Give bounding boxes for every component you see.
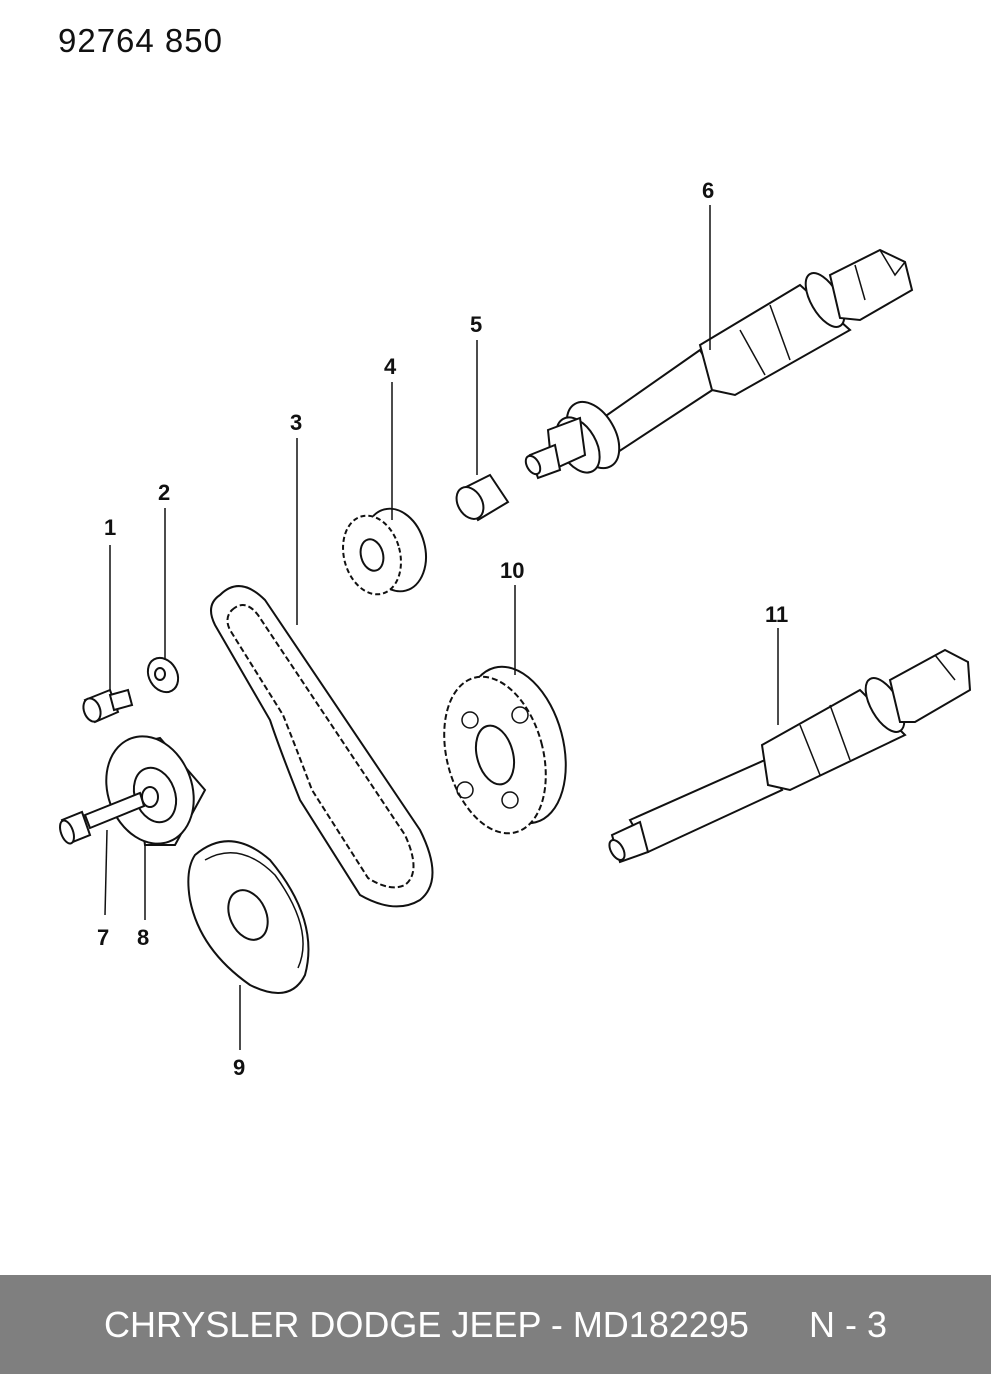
- part-6-shaft: [524, 248, 914, 480]
- part-2-washer: [146, 656, 180, 694]
- part-5-bushing: [455, 473, 510, 522]
- part-1-bolt: [82, 688, 134, 724]
- callout-3: 3: [290, 410, 302, 435]
- part-4-sprocket: [342, 507, 427, 596]
- callout-8: 8: [137, 925, 149, 950]
- part-7-bolt: [59, 791, 146, 845]
- callout-4: 4: [384, 354, 397, 379]
- callout-5: 5: [470, 312, 482, 337]
- callout-6: 6: [702, 178, 714, 203]
- part-8-tensioner-pulley: [105, 735, 207, 846]
- callout-10: 10: [500, 558, 524, 583]
- callout-7: 7: [97, 925, 109, 950]
- part-3-timing-belt: [210, 585, 434, 908]
- part-9-cover: [187, 840, 310, 994]
- diagram-code: 92764 850: [58, 22, 223, 59]
- footer-bar: CHRYSLER DODGE JEEP - MD182295 N - 3: [0, 1275, 991, 1374]
- callout-9: 9: [233, 1055, 245, 1080]
- callout-2: 2: [158, 480, 170, 505]
- footer-text: CHRYSLER DODGE JEEP - MD182295 N - 3: [104, 1303, 887, 1345]
- exploded-parts-diagram: 1 2 3 4 5 6 7 8 9 10 11: [59, 178, 972, 1080]
- part-10-sprocket: [443, 665, 567, 835]
- leader-lines: [104, 205, 779, 1050]
- callout-1: 1: [104, 515, 116, 540]
- part-11-shaft: [608, 648, 972, 864]
- callout-11: 11: [765, 602, 788, 627]
